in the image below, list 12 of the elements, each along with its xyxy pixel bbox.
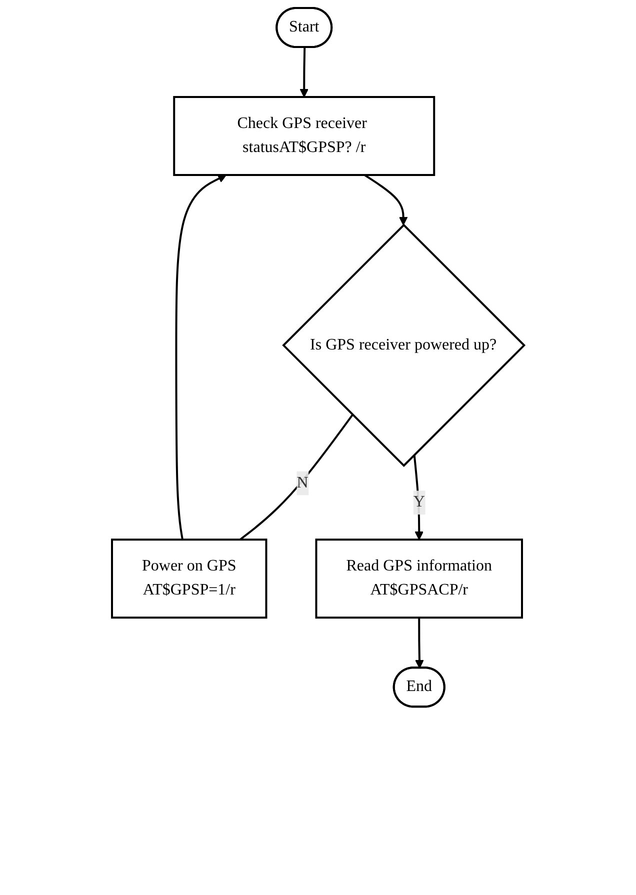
arrow [300,47,308,98]
node-box: Power on GPS AT$GPSP=1/r [110,538,268,619]
node-box: Check GPS receiver statusAT$GPSP? /r [173,96,436,176]
edge-label: Y [413,494,425,511]
edge-label: N [296,474,308,492]
connector [239,414,354,540]
arrow [414,618,424,668]
arrow [175,174,226,540]
node-diamond: Is GPS receiver powered up? [282,224,526,468]
node-box: Read GPS information AT$GPSACP/r [315,538,523,619]
arrow [364,174,408,226]
arrow [413,454,424,540]
